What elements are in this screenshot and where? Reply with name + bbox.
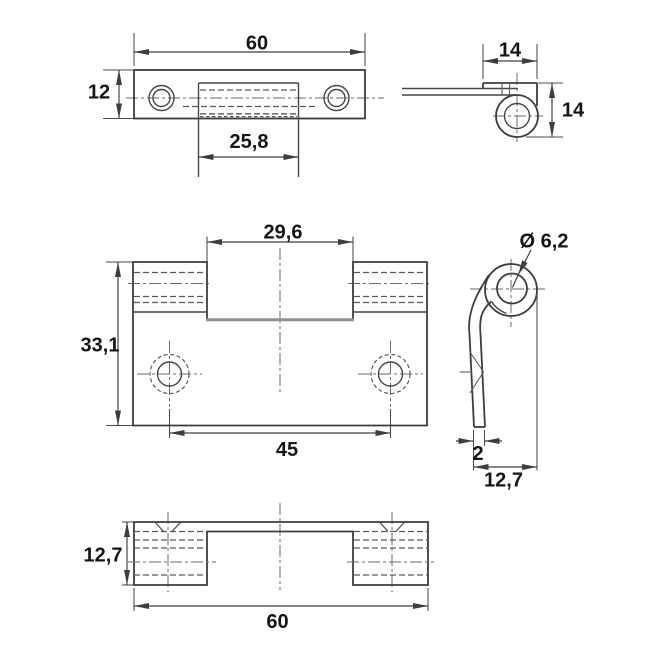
hole-left-countersink-hidden [149,353,190,395]
curl-outer [495,94,539,138]
dim-label-front-height: 33,1 [81,335,120,357]
dim-label-side-depth: 14 [499,40,522,62]
dim-front-height: 33,1 [81,261,132,427]
hole-right [377,361,404,387]
dim-label-profile-depth: 12,7 [484,470,523,492]
pin-hole [503,102,531,130]
side-view: 14 14 [402,40,585,142]
hole-right-countersink-hidden [370,353,411,395]
pin-hole [496,272,528,305]
curl-outer [484,263,538,317]
callout-pin-hole: Ø 6,2 [511,231,569,288]
plate-outline [133,69,366,120]
strip-inner-edge [479,300,493,428]
leaf-profile-view: Ø 6,2 2 12,7 [456,231,568,492]
dim-label-notch-width: 29,6 [264,222,303,244]
screw-hole-left-countersink [148,84,175,112]
dim-thickness: 2 [456,430,502,471]
screw-hole-right [327,88,346,108]
dim-label-bottom-width: 60 [266,611,288,633]
front-view: 29,6 33,1 45 [81,222,432,461]
screw-hole-right-countersink [323,84,350,112]
dim-label-thickness: 2 [472,443,483,465]
dim-label-side-height: 14 [562,100,585,122]
sheet-end-edge [490,301,507,315]
dim-label-top-height: 12 [88,82,110,104]
top-view: 60 12 25,8 [88,33,384,177]
dim-side-depth: 14 [482,40,538,79]
dim-top-height: 12 [88,69,134,120]
countersink-right [379,521,405,532]
leaf-outline [133,521,429,586]
dim-label-bottom-depth: 12,7 [84,545,123,567]
dim-profile-depth: 12,7 [473,294,538,492]
dim-top-width: 60 [133,33,366,66]
dim-hole-spacing: 45 [168,409,392,461]
dim-tab-width: 25,8 [198,131,299,160]
dim-label-top-width: 60 [246,33,268,55]
dim-label-tab-width: 25,8 [230,131,269,153]
dim-side-height: 14 [526,82,585,138]
screw-hole-left [152,88,171,108]
dim-bottom-width: 60 [133,588,429,633]
leaf-outline [132,261,428,427]
dim-label-hole-spacing: 45 [276,439,298,461]
countersink-left [154,521,182,532]
hole-left [156,361,183,387]
dim-label-pin-hole: Ø 6,2 [520,231,569,253]
strip-outer-edge [468,274,490,428]
bottom-view: 12,7 60 [84,503,434,633]
dim-bottom-depth: 12,7 [84,521,134,586]
dim-notch-width: 29,6 [206,222,354,261]
